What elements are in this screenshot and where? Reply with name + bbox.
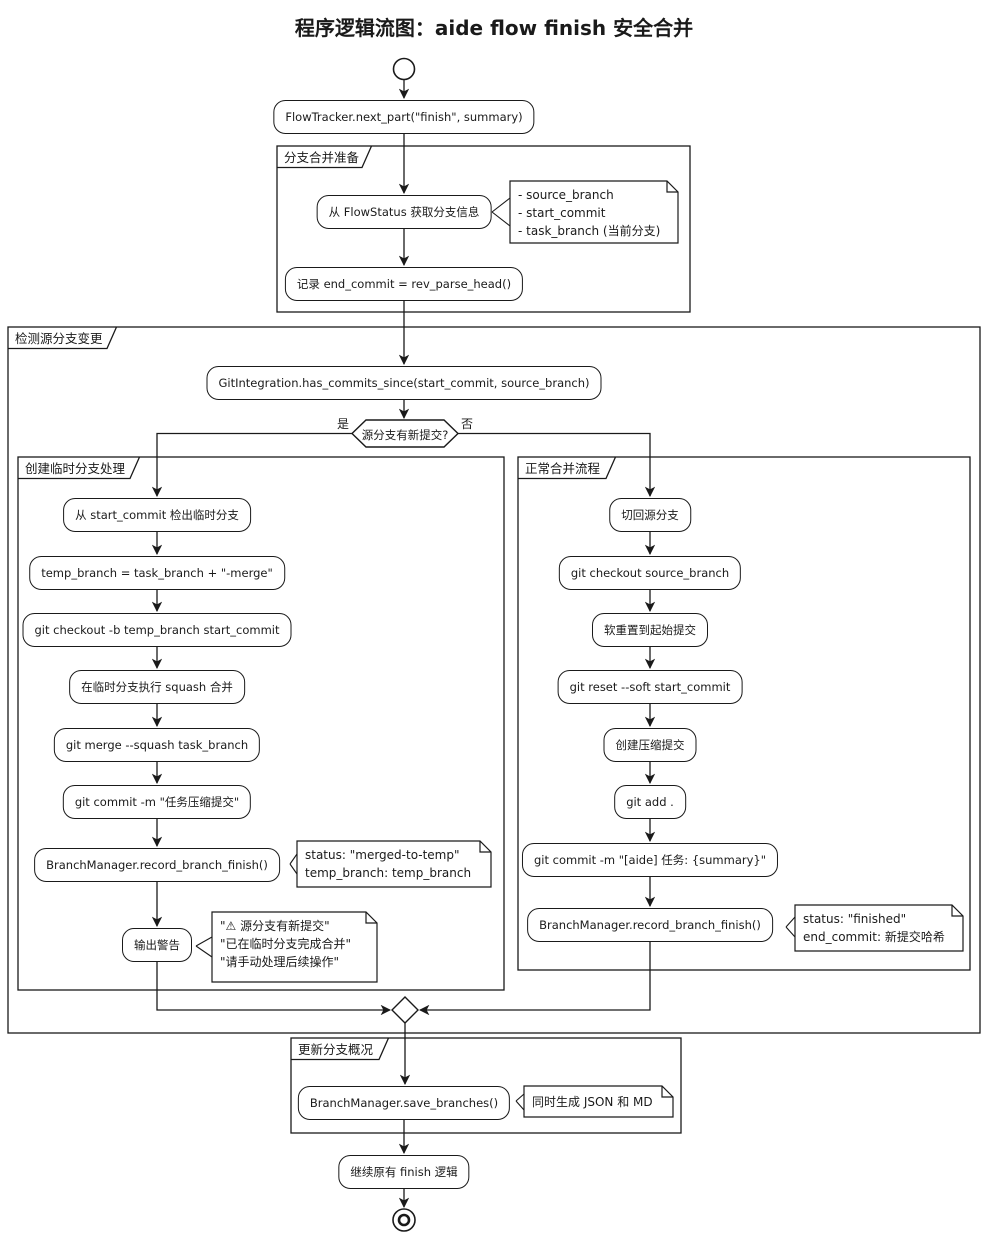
note-shapes bbox=[211, 180, 964, 1118]
activity-record-branch-finish-normal: BranchManager.record_branch_finish() bbox=[527, 908, 773, 942]
note-line: temp_branch: temp_branch bbox=[305, 866, 472, 880]
decision-question: 源分支有新提交? bbox=[361, 428, 449, 442]
note-finished-fold-icon bbox=[951, 905, 963, 917]
note-finished bbox=[794, 904, 964, 952]
activity-git-merge-squash: git merge --squash task_branch bbox=[53, 728, 261, 762]
note-line: - start_commit bbox=[518, 206, 606, 220]
merge-diamond bbox=[391, 996, 419, 1024]
frame-normal-tab bbox=[518, 456, 617, 480]
note-line: status: "merged-to-temp" bbox=[305, 848, 460, 862]
page-title: 程序逻辑流图：aide flow finish 安全合并 bbox=[294, 16, 694, 40]
activity-soft-reset: 软重置到起始提交 bbox=[592, 613, 708, 647]
frame-label-normal: 正常合并流程 bbox=[525, 461, 601, 476]
note-warning-text: "⚠ 源分支有新提交" "已在临时分支完成合并" "请手动处理后续操作" bbox=[220, 917, 351, 971]
frame-label-temp: 创建临时分支处理 bbox=[25, 461, 126, 476]
activity-get-branch-info: 从 FlowStatus 获取分支信息 bbox=[316, 195, 492, 229]
note-warning-fold-icon bbox=[365, 912, 377, 924]
activity-git-checkout-b: git checkout -b temp_branch start_commit bbox=[22, 613, 292, 647]
end-node-inner bbox=[397, 1213, 411, 1227]
note-finished-text: status: "finished" end_commit: 新提交哈希 bbox=[803, 910, 945, 946]
activity-has-commits-since: GitIntegration.has_commits_since(start_c… bbox=[206, 366, 602, 400]
activity-git-add: git add . bbox=[614, 785, 686, 819]
decision-hexagon bbox=[350, 419, 460, 448]
note-line: status: "finished" bbox=[803, 912, 907, 926]
frame-borders bbox=[7, 145, 981, 1134]
note-connectors bbox=[195, 197, 796, 1111]
note-line: end_commit: 新提交哈希 bbox=[803, 930, 945, 944]
connector-arrows bbox=[151, 79, 656, 1209]
start-node bbox=[392, 57, 416, 81]
note-merged-to-temp-fold-icon bbox=[479, 841, 491, 853]
note-line: "请手动处理后续操作" bbox=[220, 955, 340, 969]
activity-save-branches: BranchManager.save_branches() bbox=[297, 1086, 511, 1120]
frame-update-tab bbox=[291, 1037, 390, 1061]
activity-create-squash-commit: 创建压缩提交 bbox=[603, 728, 697, 762]
activity-git-reset-soft: git reset --soft start_commit bbox=[557, 670, 743, 704]
note-line: "已在临时分支完成合并" bbox=[220, 937, 352, 951]
decision-yes-label: 是 bbox=[337, 417, 350, 431]
frame-temp-tab bbox=[18, 456, 141, 480]
frame-prepare-tab bbox=[277, 145, 373, 169]
activity-flowtracker-next-part: FlowTracker.next_part("finish", summary) bbox=[273, 100, 535, 134]
note-warning bbox=[211, 911, 378, 983]
note-branch-info-fold-icon bbox=[666, 181, 678, 193]
activity-continue-finish: 继续原有 finish 逻辑 bbox=[338, 1155, 470, 1189]
activity-squash-on-temp: 在临时分支执行 squash 合并 bbox=[69, 670, 245, 704]
activity-switch-back-source: 切回源分支 bbox=[609, 498, 691, 532]
note-save-text: 同时生成 JSON 和 MD bbox=[532, 1093, 653, 1111]
note-merged-to-temp bbox=[296, 840, 492, 888]
frame-label-prepare: 分支合并准备 bbox=[284, 150, 360, 165]
frame-label-update: 更新分支概况 bbox=[298, 1042, 374, 1057]
frame-detect-tab bbox=[8, 326, 118, 350]
activity-checkout-temp-branch: 从 start_commit 检出临时分支 bbox=[63, 498, 251, 532]
frame-normal-border bbox=[517, 456, 971, 971]
activity-git-commit-aide: git commit -m "[aide] 任务: {summary}" bbox=[521, 843, 779, 877]
note-save bbox=[523, 1085, 674, 1118]
note-save-fold-icon bbox=[661, 1086, 673, 1098]
note-line: - task_branch (当前分支) bbox=[518, 224, 661, 238]
note-line: 同时生成 JSON 和 MD bbox=[532, 1095, 653, 1109]
frame-temp-border bbox=[17, 456, 505, 991]
activity-record-end-commit: 记录 end_commit = rev_parse_head() bbox=[284, 267, 524, 301]
activity-temp-branch-assign: temp_branch = task_branch + "-merge" bbox=[29, 556, 285, 590]
note-line: "⚠ 源分支有新提交" bbox=[220, 919, 330, 933]
decision-no-label: 否 bbox=[461, 417, 474, 431]
note-branch-info bbox=[509, 180, 679, 244]
activity-record-branch-finish-temp: BranchManager.record_branch_finish() bbox=[34, 848, 280, 882]
activity-git-checkout-source: git checkout source_branch bbox=[558, 556, 742, 590]
frame-update-border bbox=[290, 1037, 682, 1134]
frame-detect-border bbox=[7, 326, 981, 1034]
note-line: - source_branch bbox=[518, 188, 614, 202]
frame-label-detect: 检测源分支变更 bbox=[15, 331, 103, 346]
activity-git-commit-task: git commit -m "任务压缩提交" bbox=[62, 785, 252, 819]
note-branch-info-text: - source_branch - start_commit - task_br… bbox=[518, 186, 660, 240]
frame-prepare-border bbox=[276, 145, 691, 313]
activity-output-warning: 输出警告 bbox=[122, 928, 192, 962]
note-merged-to-temp-text: status: "merged-to-temp" temp_branch: te… bbox=[305, 846, 471, 882]
